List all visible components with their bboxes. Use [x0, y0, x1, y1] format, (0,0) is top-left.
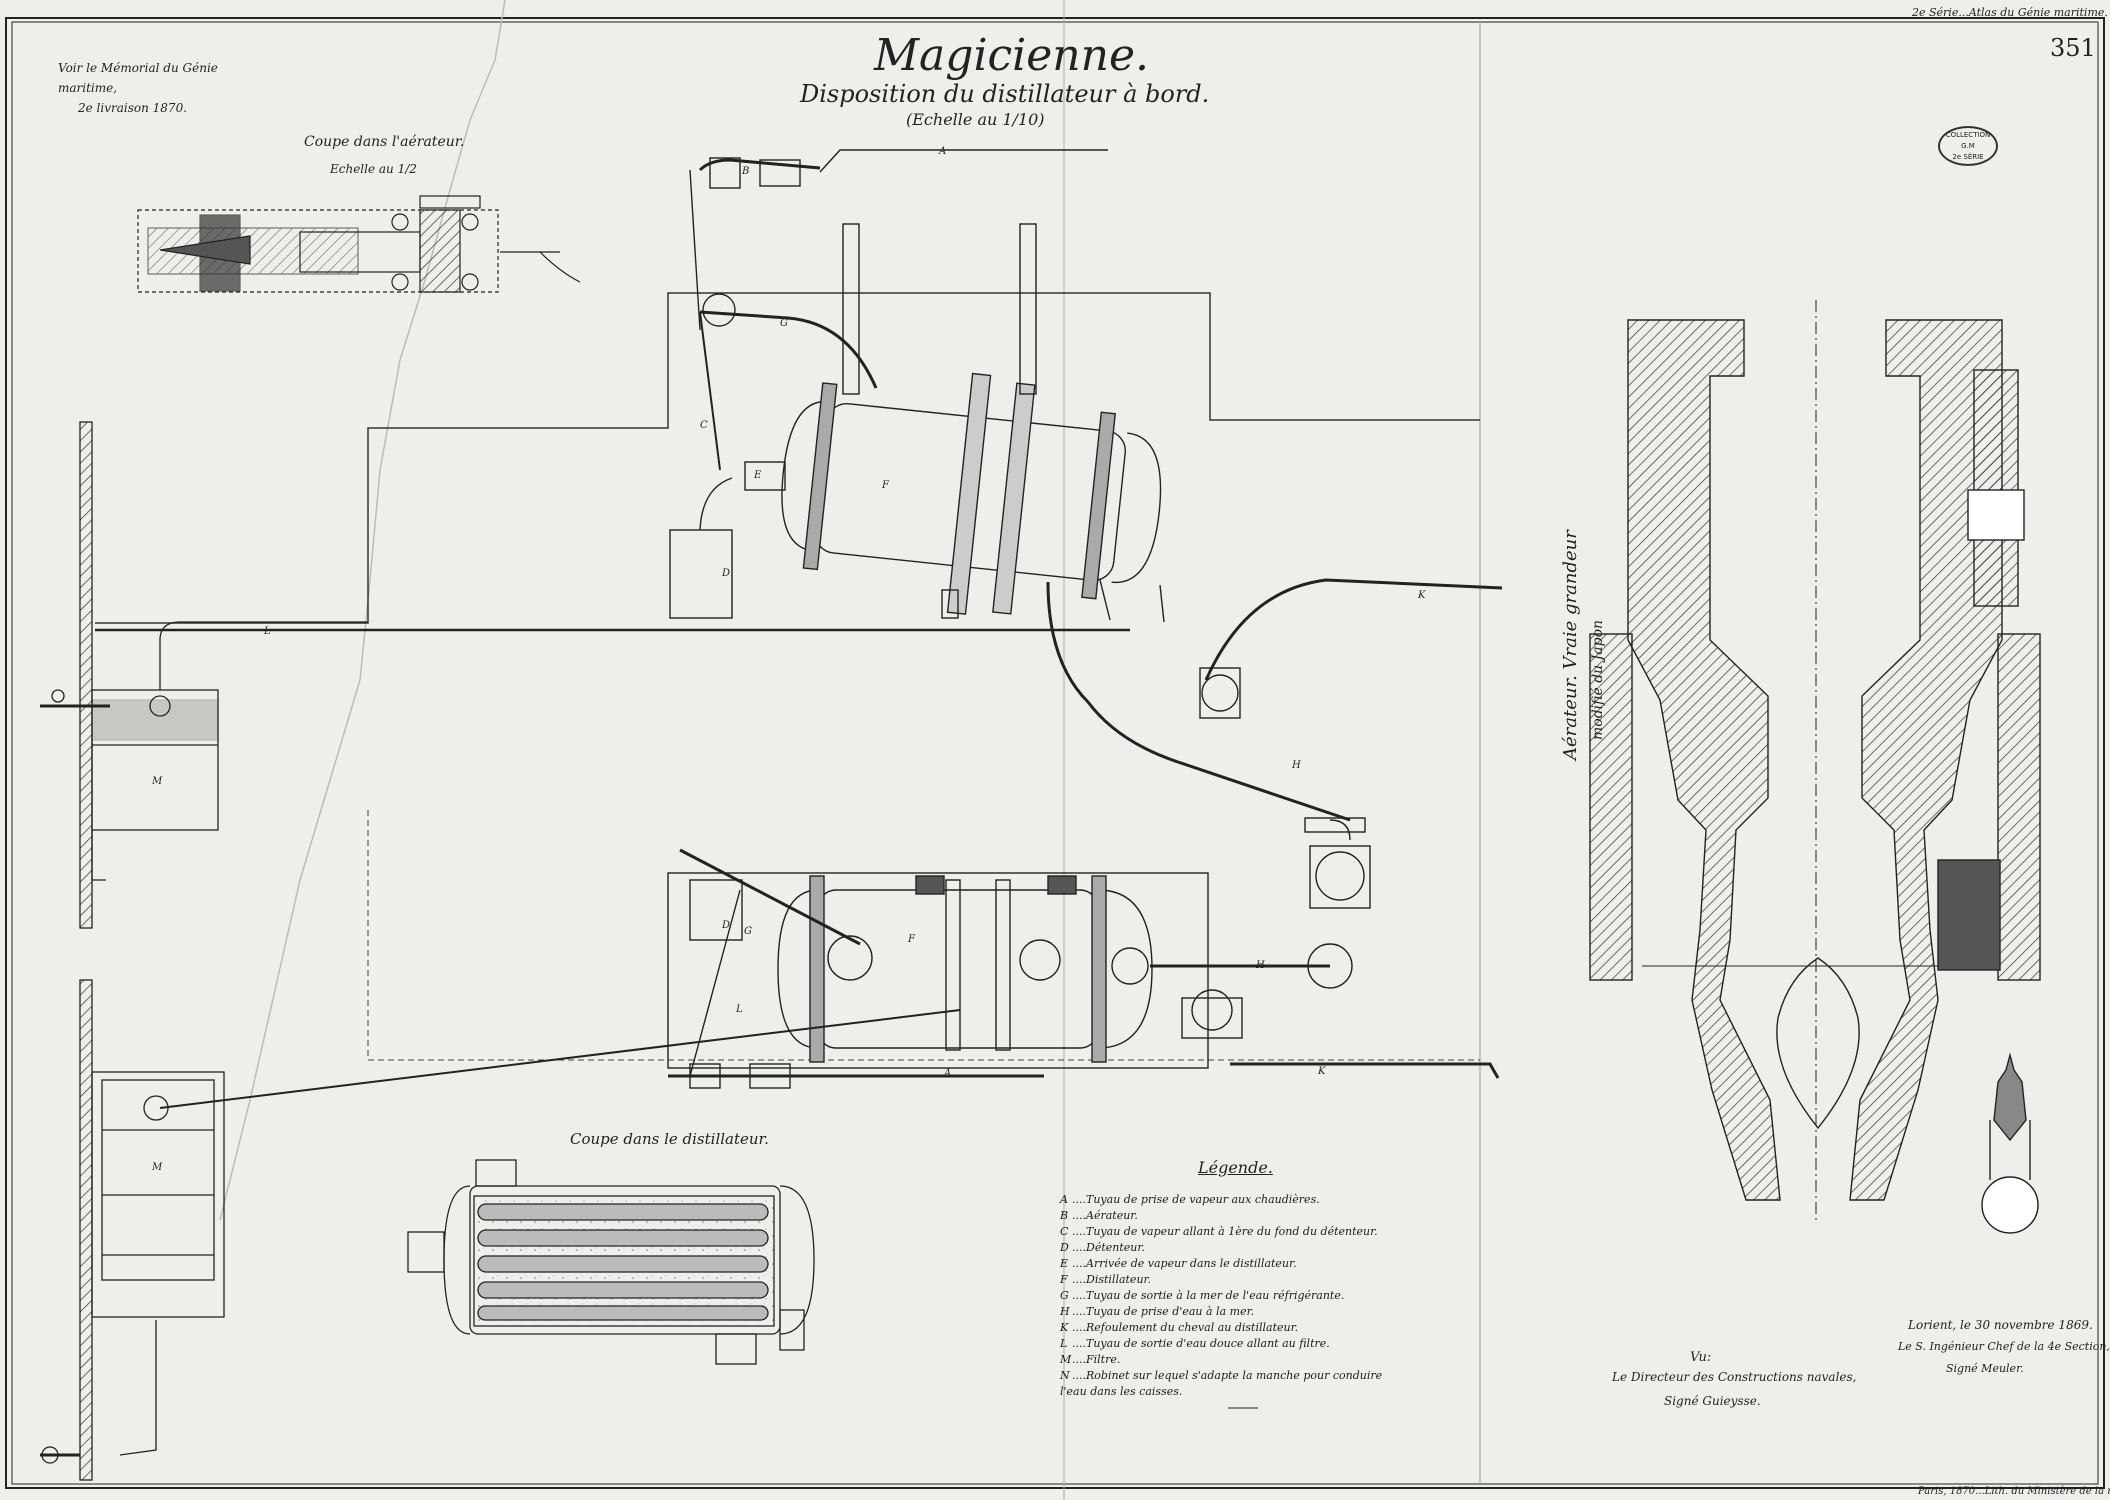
distillateur-section-drawing [407, 1159, 815, 1365]
filter-upper [40, 421, 368, 929]
legend: A....Tuyau de prise de vapeur aux chaudi… [1060, 1192, 1390, 1400]
director-signed: Signé Guieysse. [1664, 1394, 1761, 1408]
aerateur-full-note: modifié du Japon [1590, 619, 1606, 740]
part-label-l: L [264, 626, 271, 637]
aerateur-section-scale: Echelle au 1/2 [330, 162, 417, 176]
imprint: Paris, 1870...Lith. du Ministère de la m… [1918, 1486, 2110, 1497]
stamp-line3: 2e SÉRIE [1952, 153, 1984, 161]
distillateur-section-caption: Coupe dans le distillateur. [570, 1130, 769, 1148]
aerateur-section-caption: Coupe dans l'aérateur. [304, 134, 465, 150]
page-title: Magicienne. [874, 30, 1149, 81]
date-line: Lorient, le 30 novembre 1869. [1908, 1318, 2093, 1332]
page-subtitle: Disposition du distillateur à bord. [800, 80, 1210, 108]
director-line: Le Directeur des Constructions navales, [1612, 1370, 1857, 1384]
legend-item: K....Refoulement du cheval au distillate… [1060, 1321, 1299, 1334]
legend-item: C....Tuyau de vapeur allant à 1ère du fo… [1060, 1225, 1378, 1238]
engineer-line: Le S. Ingénieur Chef de la 4e Section, [1898, 1340, 2110, 1353]
plate-number: 351 [2050, 34, 2096, 62]
stamp-line1: COLLECTION [1945, 131, 1991, 139]
part-label-a-lower: A [944, 1068, 952, 1079]
stamp-line2: G.M [1961, 142, 1975, 150]
part-label-k-lower: K [1318, 1066, 1326, 1077]
paper-crease [219, 0, 506, 1221]
distillateur-upper [95, 149, 1503, 909]
legend-item: E....Arrivée de vapeur dans le distillat… [1060, 1257, 1297, 1270]
engineer-signed: Signé Meuler. [1946, 1362, 2024, 1375]
legend-item: G....Tuyau de sortie à la mer de l'eau r… [1060, 1289, 1345, 1302]
legend-item: M....Filtre. [1060, 1353, 1121, 1366]
legend-item: D....Détenteur. [1060, 1241, 1145, 1254]
drawing-scale: (Echelle au 1/10) [906, 110, 1045, 129]
aerateur-full-caption: Aérateur. Vraie grandeur [1560, 530, 1581, 760]
part-label-m: M [152, 776, 163, 787]
memorial-note-line2: 2e livraison 1870. [78, 101, 188, 115]
legend-item: N....Robinet sur lequel s'adapte la manc… [1060, 1369, 1383, 1398]
distillateur-lower [159, 848, 1500, 1109]
part-label-g-lower: G [744, 926, 752, 937]
sheet-border [5, 0, 2105, 1500]
part-label-m-lower: M [152, 1162, 163, 1173]
bulkhead-outline [95, 292, 1480, 624]
vu-label: Vu: [1690, 1350, 1712, 1365]
legend-item: L....Tuyau de sortie d'eau douce allant … [1060, 1337, 1330, 1350]
part-label-h: H [1292, 760, 1301, 771]
part-label-k: K [1418, 590, 1426, 601]
part-label-f-lower: F [908, 934, 915, 945]
legend-item: H....Tuyau de prise d'eau à la mer. [1060, 1305, 1255, 1318]
legend-item: A....Tuyau de prise de vapeur aux chaudi… [1060, 1193, 1320, 1206]
legend-item: F....Distillateur. [1060, 1273, 1152, 1286]
part-label-d-lower: D [722, 920, 731, 931]
part-label-c: C [700, 420, 708, 431]
part-label-h-lower: H [1256, 960, 1265, 971]
memorial-note: Voir le Mémorial du Génie maritime, 2e l… [58, 58, 258, 118]
part-label-b: B [742, 166, 750, 177]
series-line: 2e Série...Atlas du Génie maritime. Pl. … [1912, 6, 2110, 19]
memorial-note-line1: Voir le Mémorial du Génie maritime, [58, 61, 218, 95]
part-label-g: G [780, 318, 788, 329]
collection-stamp: COLLECTION G.M 2e SÉRIE [1938, 126, 1998, 166]
part-label-a: A [939, 146, 947, 157]
filter-lower [40, 979, 225, 1481]
part-label-l-lower: L [736, 1004, 743, 1015]
legend-title: Légende. [1198, 1158, 1273, 1177]
legend-item: B....Aérateur. [1060, 1209, 1138, 1222]
aerateur-section-drawing [137, 195, 581, 293]
part-label-e: E [754, 470, 762, 481]
part-label-d: D [722, 568, 731, 579]
lower-outline [367, 810, 1480, 1061]
aerateur-full-drawing [1589, 300, 2041, 1234]
part-label-f: F [882, 480, 889, 491]
